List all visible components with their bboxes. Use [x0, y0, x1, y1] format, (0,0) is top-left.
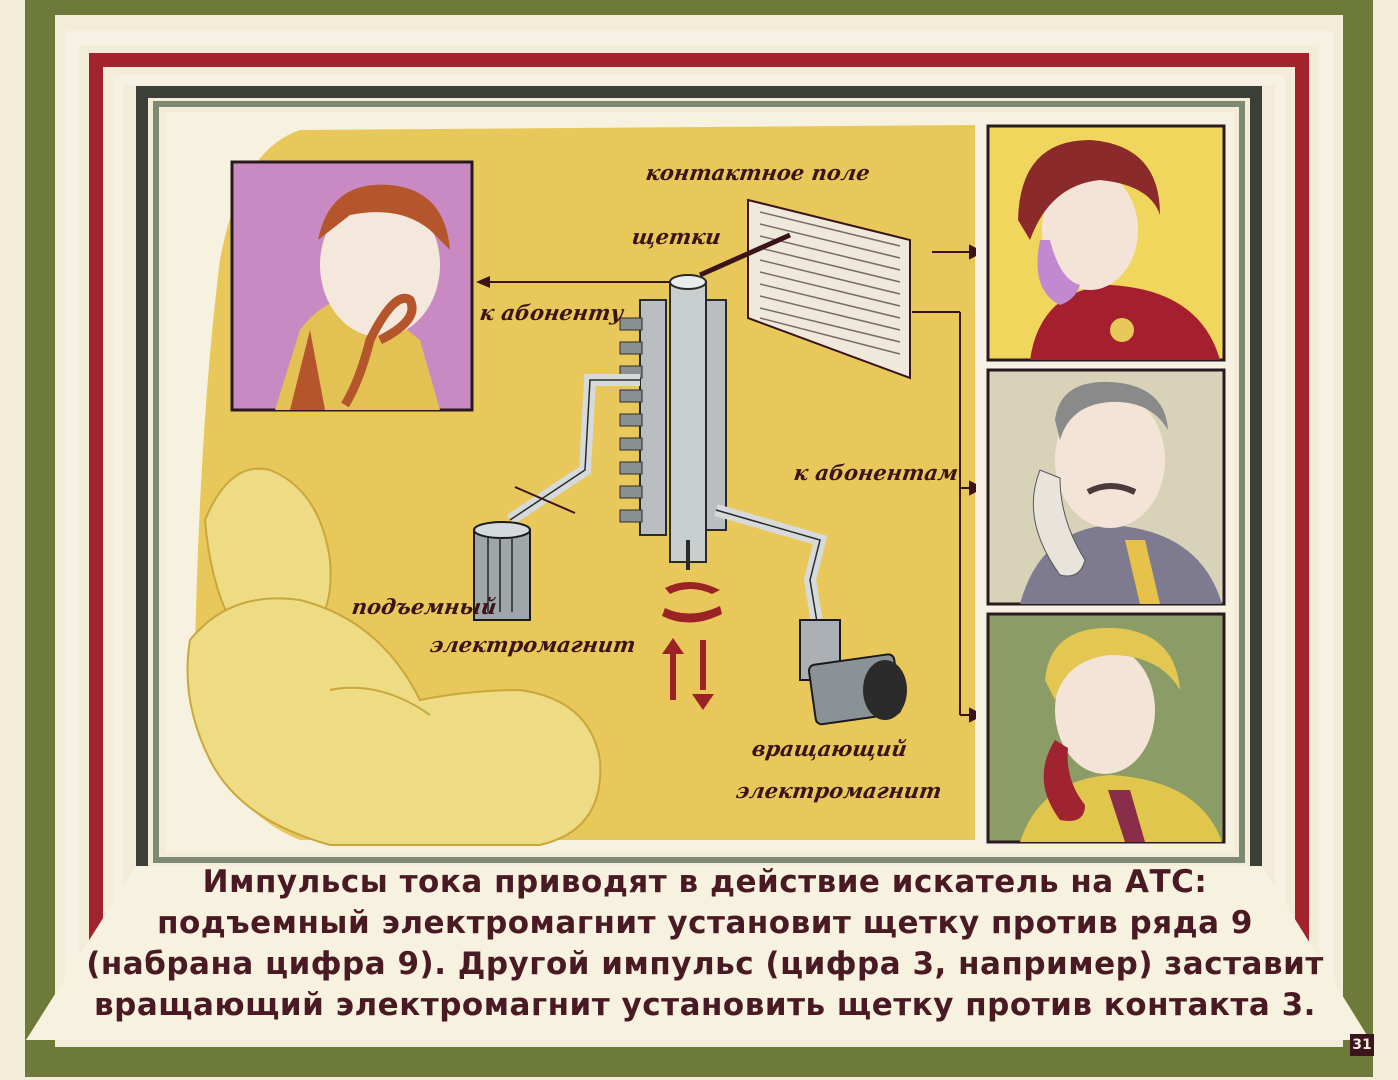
label-brushes: щетки [630, 224, 723, 249]
rotating-electromagnet [799, 619, 907, 726]
selector-shaft [619, 274, 727, 570]
lifting-electromagnet [473, 521, 531, 621]
subscriber-portrait-3 [986, 612, 1226, 844]
subscriber-portrait-2 [986, 368, 1226, 606]
caption-line-2: подъемный электромагнит установит щетку … [157, 905, 1253, 941]
caption-line-1: Импульсы тока приводят в действие искате… [202, 864, 1208, 900]
subscriber-portrait-1 [986, 124, 1226, 362]
contact-field [747, 198, 911, 380]
frame-green-outer [25, 0, 1373, 1077]
caption-line-3: (набрана цифра 9). Другой импульс (цифра… [86, 946, 1324, 982]
label-rotating-magnet-2: электромагнит [734, 778, 944, 803]
label-to-subscriber: к абоненту [478, 300, 625, 325]
motion-arrows [662, 581, 722, 710]
slide-number-badge: 31 [1350, 1034, 1374, 1056]
label-lifting-magnet-1: подъемный [350, 594, 499, 619]
hand-outline [186, 597, 602, 846]
label-rotating-magnet-1: вращающий [750, 736, 909, 761]
label-contact-field: контактное поле [644, 160, 872, 185]
caption-panel [26, 866, 1370, 1040]
caption: Импульсы тока приводят в действие искате… [60, 862, 1350, 1026]
caption-line-4: вращающий электромагнит установить щетку… [94, 987, 1316, 1023]
label-to-subscribers: к абонентам [792, 460, 960, 485]
label-lifting-magnet-2: электромагнит [428, 632, 638, 657]
